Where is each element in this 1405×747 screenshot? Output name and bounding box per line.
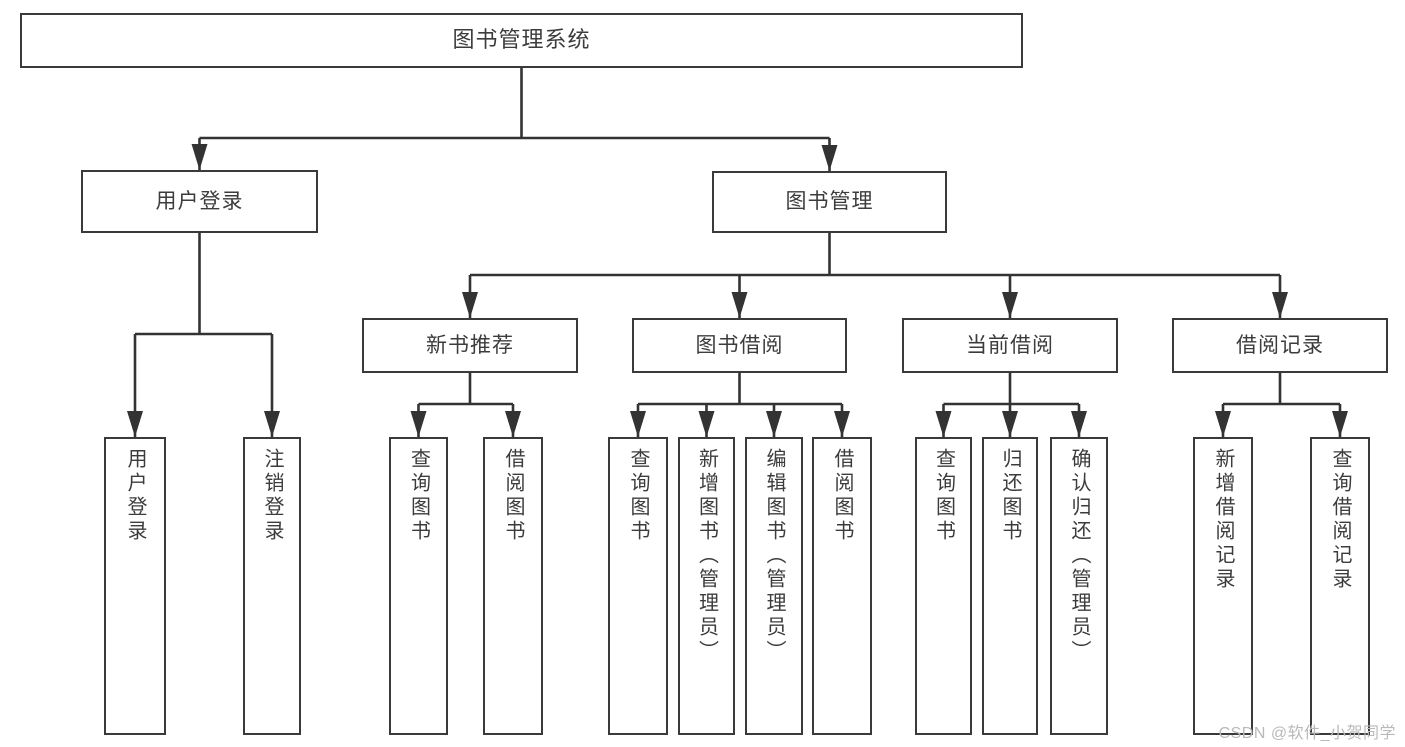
node-l10[interactable]: 归还图书 [982, 437, 1038, 735]
arrow-head-l6 [698, 411, 715, 437]
node-label: 查询图书 [627, 448, 649, 544]
node-label: 确认归还（管理员） [1068, 448, 1090, 664]
watermark: CSDN @软件_小贺同学 [1218, 725, 1396, 742]
node-label: 图书借阅 [695, 333, 784, 357]
node-label: 查询图书 [407, 448, 430, 544]
arrow-head-l5 [630, 411, 646, 437]
node-label: 注销登录 [261, 448, 283, 544]
arrow-head-l10 [1002, 411, 1018, 437]
arrow-head-newbook [462, 292, 478, 318]
node-label: 编辑图书（管理员） [763, 448, 785, 664]
node-l8[interactable]: 借阅图书 [812, 437, 872, 735]
arrow-head-records [1272, 292, 1288, 318]
node-l1[interactable]: 用户登录 [104, 437, 166, 735]
arrow-head-borrow [731, 292, 748, 318]
node-l3[interactable]: 查询图书 [389, 437, 448, 735]
node-label: 查询图书 [932, 448, 955, 544]
node-current[interactable]: 当前借阅 [902, 318, 1118, 373]
node-label: 用户登录 [155, 189, 244, 213]
node-label: 用户登录 [124, 448, 146, 544]
arrow-head-l9 [935, 411, 952, 437]
arrow-head-l3 [410, 411, 427, 437]
node-root[interactable]: 图书管理系统 [20, 13, 1023, 68]
arrow-head-l2 [264, 411, 280, 437]
node-l9[interactable]: 查询图书 [915, 437, 972, 735]
node-label: 新增图书（管理员） [695, 448, 718, 664]
node-l2[interactable]: 注销登录 [243, 437, 301, 735]
arrow-head-l11 [1071, 411, 1087, 437]
arrow-head-current [1002, 292, 1018, 318]
node-borrow[interactable]: 图书借阅 [632, 318, 847, 373]
node-l5[interactable]: 查询图书 [608, 437, 668, 735]
arrow-head-l4 [505, 411, 521, 437]
node-l12[interactable]: 新增借阅记录 [1193, 437, 1253, 735]
node-label: 新增借阅记录 [1212, 448, 1234, 592]
node-label: 归还图书 [999, 448, 1021, 544]
node-bookmgmt[interactable]: 图书管理 [712, 171, 947, 233]
node-records[interactable]: 借阅记录 [1172, 318, 1388, 373]
node-label: 新书推荐 [426, 333, 514, 357]
arrow-head-l8 [834, 411, 850, 437]
arrow-head-l7 [766, 411, 782, 437]
node-l7[interactable]: 编辑图书（管理员） [745, 437, 803, 735]
node-l11[interactable]: 确认归还（管理员） [1050, 437, 1108, 735]
node-label: 图书管理 [785, 190, 874, 214]
arrow-head-bookmgmt [821, 145, 838, 171]
node-login[interactable]: 用户登录 [81, 170, 318, 233]
node-newbook[interactable]: 新书推荐 [362, 318, 578, 373]
node-label: 借阅图书 [502, 448, 524, 544]
node-label: 借阅记录 [1236, 333, 1324, 357]
node-label: 查询借阅记录 [1329, 448, 1351, 592]
node-label: 借阅图书 [831, 448, 853, 544]
node-label: 当前借阅 [966, 333, 1054, 357]
node-l13[interactable]: 查询借阅记录 [1310, 437, 1370, 735]
node-l6[interactable]: 新增图书（管理员） [678, 437, 735, 735]
arrow-head-l12 [1215, 411, 1231, 437]
arrow-head-l13 [1332, 411, 1348, 437]
arrow-head-l1 [127, 411, 143, 437]
arrow-head-login [191, 144, 208, 170]
node-l4[interactable]: 借阅图书 [483, 437, 543, 735]
node-label: 图书管理系统 [452, 27, 591, 53]
